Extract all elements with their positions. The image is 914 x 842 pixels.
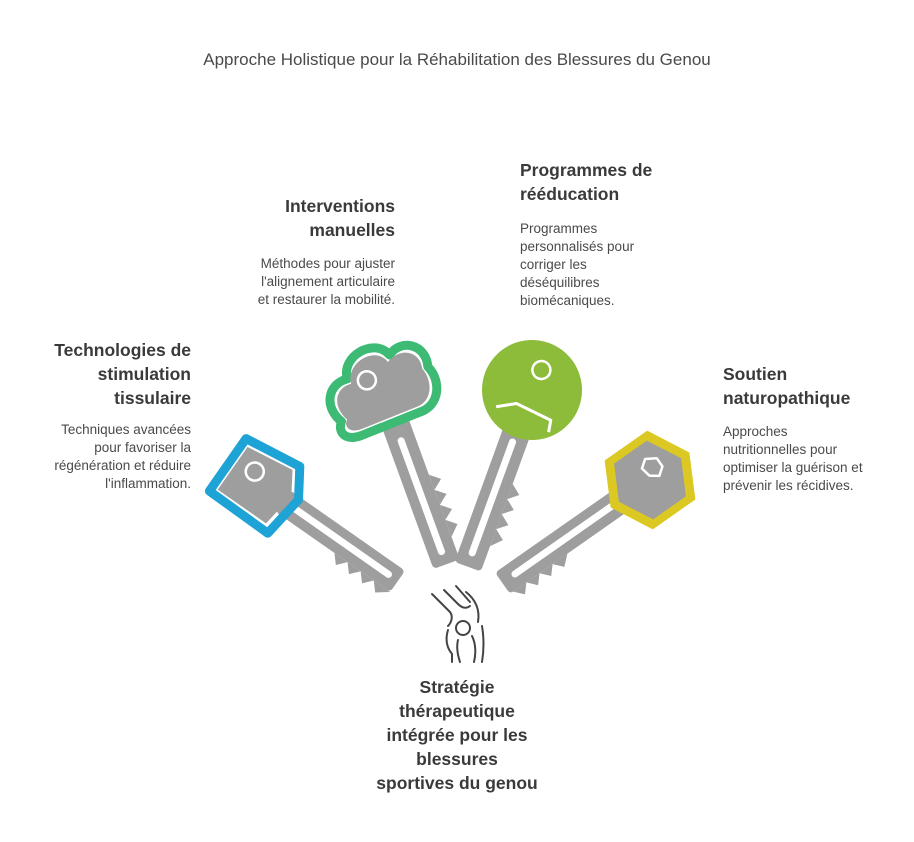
heading-soutien-naturopathique: Soutien naturopathique bbox=[723, 364, 851, 408]
center-label: Stratégie thérapeutique intégrée pour le… bbox=[376, 677, 538, 793]
key-blue-icon bbox=[204, 434, 404, 593]
desc-interventions-manuelles: Méthodes pour ajuster l'alignement artic… bbox=[257, 256, 395, 307]
page-title: Approche Holistique pour la Réhabilitati… bbox=[203, 50, 711, 69]
desc-programmes-reeducation: Programmes personnalisés pour corriger l… bbox=[520, 221, 635, 308]
heading-programmes-reeducation: Programmes de rééducation bbox=[520, 160, 653, 204]
key-lime-icon bbox=[455, 340, 582, 571]
desc-soutien-naturopathique: Approches nutritionnelles pour optimiser… bbox=[723, 424, 863, 493]
knee-joint-icon bbox=[431, 585, 485, 663]
heading-stimulation-tissulaire: Technologies de stimulation tissulaire bbox=[54, 340, 191, 408]
key-green-icon bbox=[325, 340, 459, 568]
key-yellow-icon bbox=[496, 430, 696, 595]
heading-interventions-manuelles: Interventions manuelles bbox=[285, 196, 395, 240]
desc-stimulation-tissulaire: Techniques avancées pour favoriser la ré… bbox=[54, 422, 191, 491]
